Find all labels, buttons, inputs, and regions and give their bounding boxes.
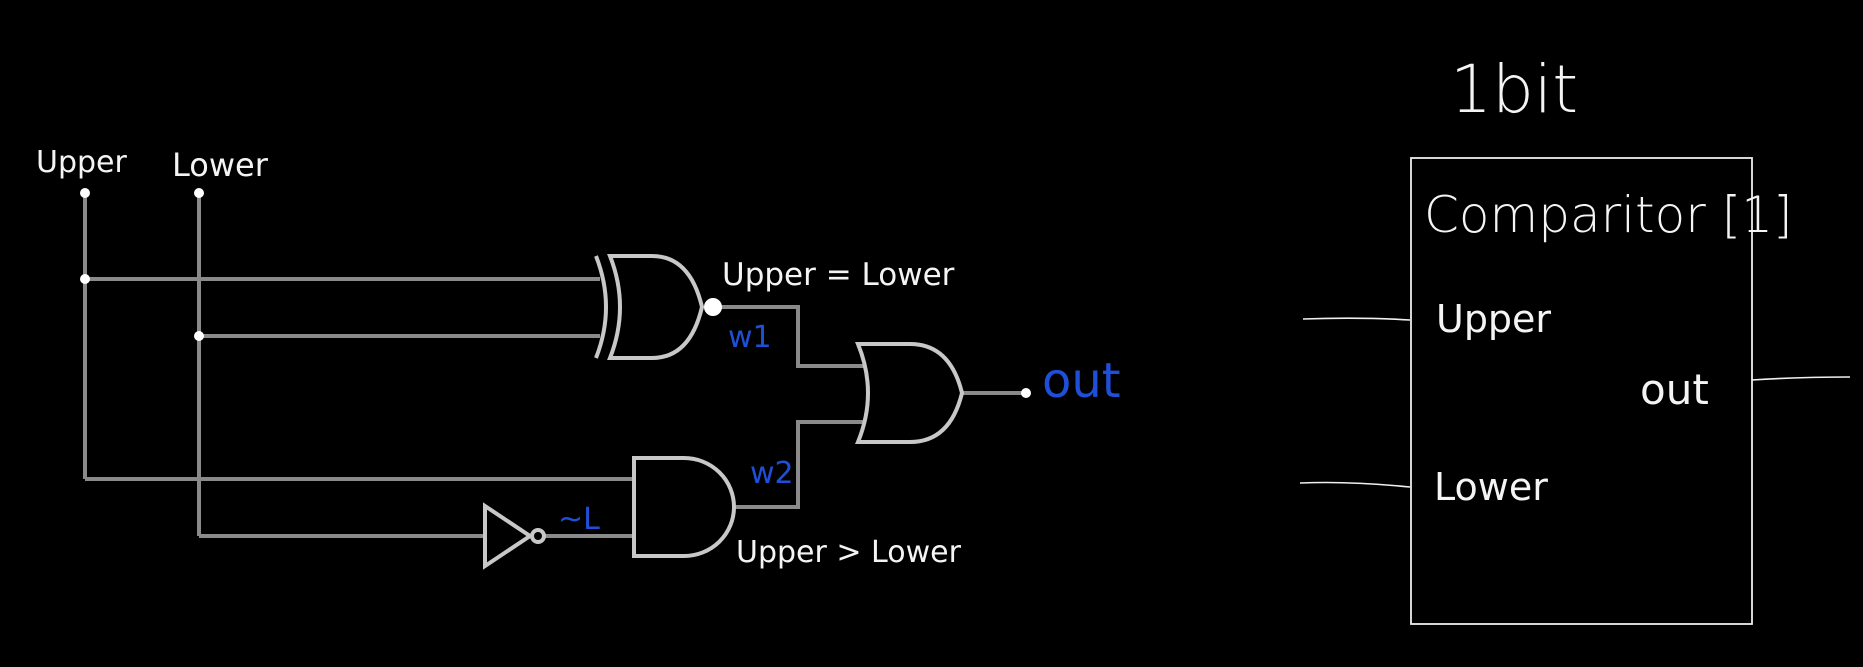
input-label-lower: Lower (172, 146, 269, 184)
block-stub-lower (1299, 481, 1411, 488)
wire-w2 (734, 420, 866, 509)
or-body (855, 342, 965, 444)
junction-lower (194, 331, 204, 341)
not-body (483, 502, 534, 570)
block-stub-upper (1302, 317, 1411, 321)
terminal-upper (80, 188, 90, 198)
block-pin-upper: Upper (1436, 297, 1551, 341)
not-bubble (530, 528, 546, 544)
xnor-gate (594, 254, 722, 360)
wire-label-w1: w1 (728, 320, 772, 355)
output-label: out (1042, 353, 1121, 409)
comparator-block: 1bit Comparitor [1] Upper Lower out (1299, 51, 1851, 625)
wire-w1 (712, 305, 866, 368)
block-pin-lower: Lower (1434, 465, 1548, 509)
and-gate (632, 456, 736, 558)
block-name: Comparitor [1] (1424, 186, 1793, 244)
xnor-body (607, 254, 705, 360)
block-pin-out: out (1640, 365, 1709, 414)
not-output-label: ~L (558, 502, 600, 537)
input-label-upper: Upper (36, 145, 128, 180)
block-outline (1410, 157, 1753, 625)
or-gate (855, 342, 965, 444)
terminal-out (1021, 388, 1031, 398)
wires (83, 193, 1026, 538)
block-stub-out (1751, 376, 1851, 381)
junction-upper (80, 274, 90, 284)
and-body (632, 456, 736, 558)
block-title: 1bit (1450, 51, 1578, 128)
junction-dots (80, 188, 1031, 398)
xnor-output-label: Upper = Lower (722, 257, 955, 293)
xnor-bubble (704, 298, 722, 316)
wire-label-w2: w2 (750, 456, 794, 491)
and-output-label: Upper > Lower (736, 535, 962, 570)
terminal-lower (194, 188, 204, 198)
not-gate (483, 502, 546, 570)
xnor-back-curve (594, 255, 608, 359)
